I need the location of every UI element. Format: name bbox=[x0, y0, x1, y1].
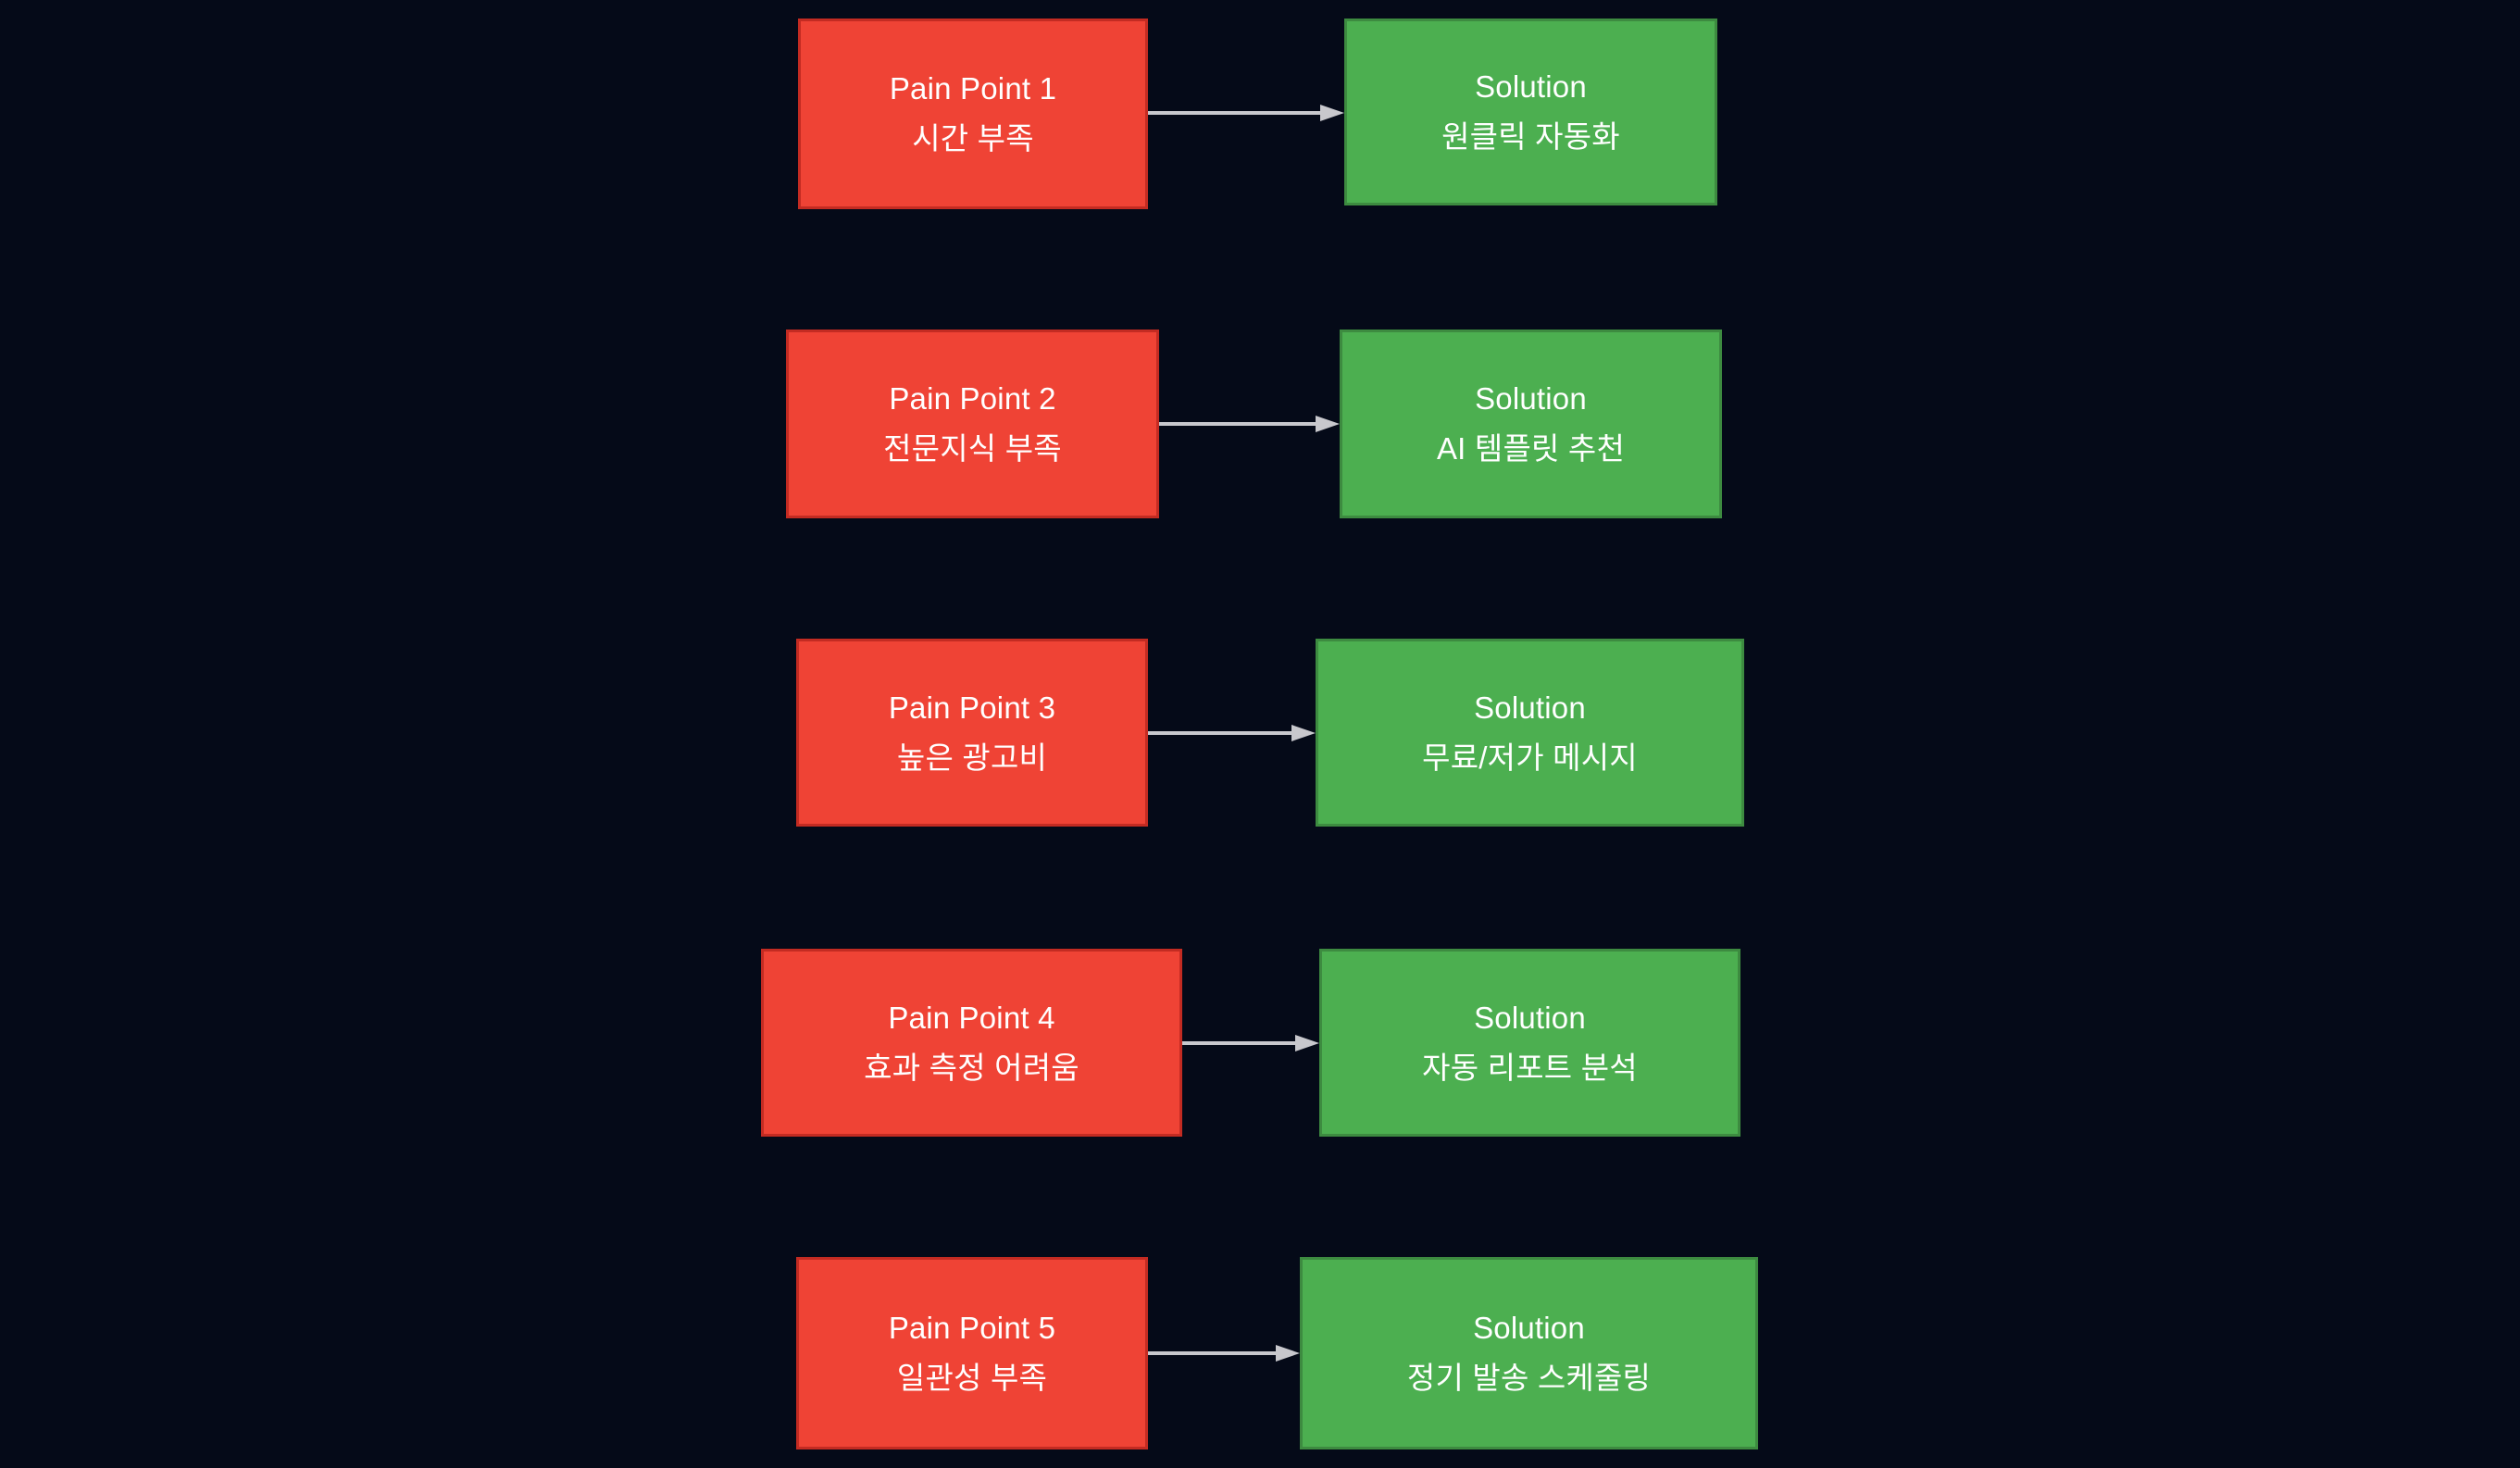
pain-point-node-1[interactable]: Pain Point 1 시간 부족 bbox=[798, 19, 1148, 209]
arrow-icon bbox=[1182, 1035, 1319, 1051]
pain-point-title-3: Pain Point 3 bbox=[888, 690, 1056, 725]
arrow-icon bbox=[1148, 105, 1344, 121]
pain-point-node-5[interactable]: Pain Point 5 일관성 부족 bbox=[796, 1257, 1148, 1449]
solution-title-5: Solution bbox=[1473, 1311, 1585, 1346]
solution-title-4: Solution bbox=[1474, 1000, 1586, 1035]
pain-point-detail-1: 시간 부족 bbox=[912, 121, 1034, 156]
solution-title-3: Solution bbox=[1474, 690, 1586, 725]
pain-point-detail-4: 효과 측정 어려움 bbox=[864, 1050, 1079, 1085]
pain-point-title-2: Pain Point 2 bbox=[889, 381, 1056, 417]
arrow-connector-4 bbox=[1182, 1033, 1319, 1053]
pain-point-detail-2: 전문지식 부족 bbox=[883, 431, 1062, 466]
solution-detail-4: 자동 리포트 분석 bbox=[1422, 1050, 1638, 1085]
pain-point-title-1: Pain Point 1 bbox=[889, 71, 1057, 106]
arrow-connector-5 bbox=[1148, 1343, 1300, 1363]
pain-point-detail-5: 일관성 부족 bbox=[896, 1361, 1048, 1395]
solution-title-2: Solution bbox=[1475, 381, 1587, 417]
arrow-connector-1 bbox=[1148, 103, 1344, 123]
arrow-connector-2 bbox=[1159, 414, 1340, 434]
pain-point-title-5: Pain Point 5 bbox=[888, 1311, 1056, 1346]
solution-detail-5: 정기 발송 스케줄링 bbox=[1406, 1361, 1652, 1395]
solution-detail-2: AI 템플릿 추천 bbox=[1436, 431, 1626, 466]
solution-detail-3: 무료/저가 메시지 bbox=[1422, 740, 1638, 775]
arrow-icon bbox=[1148, 1345, 1300, 1362]
solution-node-4[interactable]: Solution 자동 리포트 분석 bbox=[1319, 949, 1740, 1137]
arrow-icon bbox=[1159, 416, 1340, 432]
solution-node-2[interactable]: Solution AI 템플릿 추천 bbox=[1340, 330, 1722, 518]
solution-node-5[interactable]: Solution 정기 발송 스케줄링 bbox=[1300, 1257, 1758, 1449]
solution-node-3[interactable]: Solution 무료/저가 메시지 bbox=[1316, 639, 1744, 827]
solution-node-1[interactable]: Solution 원클릭 자동화 bbox=[1344, 19, 1717, 205]
pain-point-node-3[interactable]: Pain Point 3 높은 광고비 bbox=[796, 639, 1148, 827]
pain-point-title-4: Pain Point 4 bbox=[888, 1000, 1055, 1035]
solution-title-1: Solution bbox=[1475, 69, 1587, 105]
pain-point-detail-3: 높은 광고비 bbox=[896, 740, 1048, 775]
solution-detail-1: 원클릭 자동화 bbox=[1441, 119, 1620, 154]
arrow-icon bbox=[1148, 725, 1316, 741]
pain-point-node-4[interactable]: Pain Point 4 효과 측정 어려움 bbox=[761, 949, 1182, 1137]
arrow-connector-3 bbox=[1148, 723, 1316, 743]
pain-point-node-2[interactable]: Pain Point 2 전문지식 부족 bbox=[786, 330, 1159, 518]
